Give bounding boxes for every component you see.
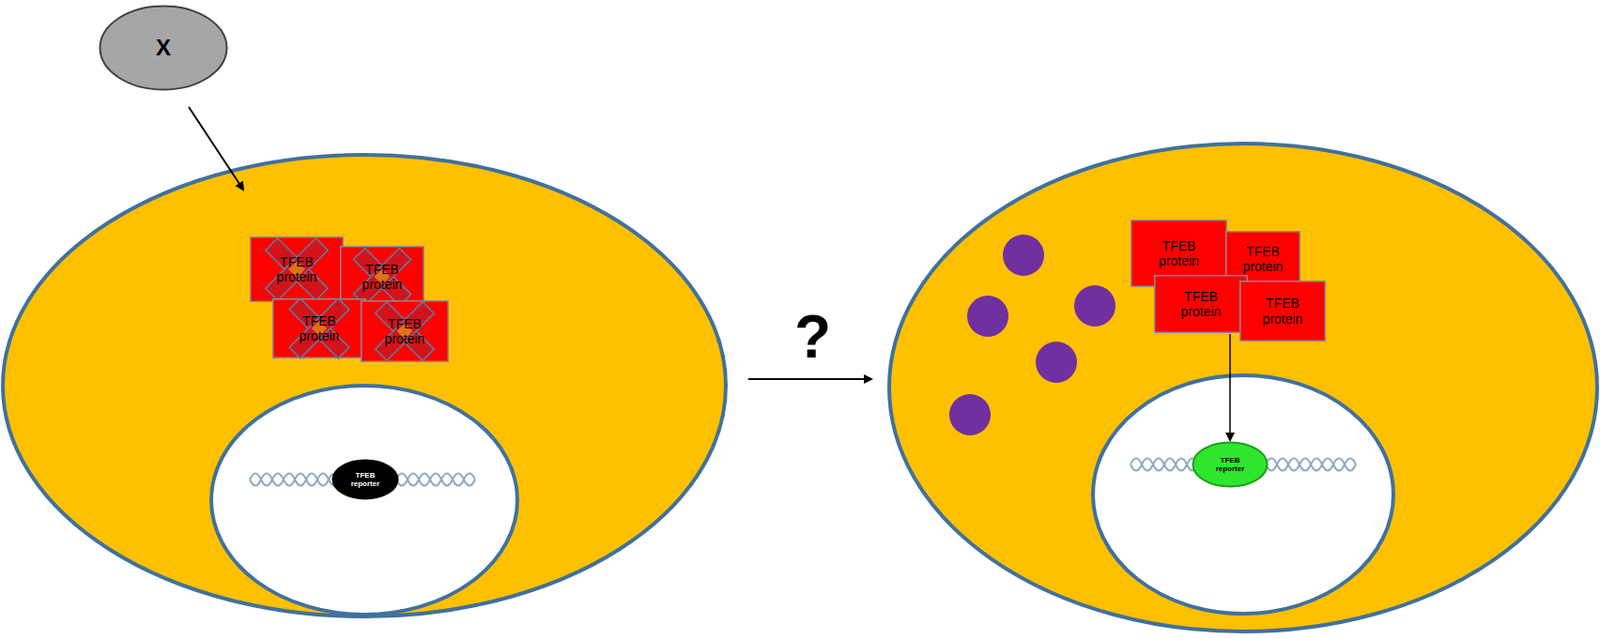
stimulus-ellipse: X [98, 4, 229, 92]
transition-arrow [748, 378, 872, 381]
node-text: TFEB reporter [347, 471, 384, 489]
cell-body [889, 143, 1598, 632]
reporter-ellipse: TFEB reporter [331, 459, 400, 501]
node-text: TFEB protein [355, 261, 409, 293]
nucleus [1092, 375, 1394, 615]
nucleus [211, 385, 518, 616]
node-text: X [155, 34, 171, 62]
protein-box: TFEB protein [249, 236, 344, 303]
reporter-ellipse: TFEB reporter [1191, 441, 1269, 489]
node-text: TFEB protein [1174, 289, 1228, 320]
node-text: TFEB protein [1256, 295, 1309, 326]
node-text: TFEB protein [270, 254, 324, 285]
entry-arrow [188, 107, 244, 190]
node-text: TFEB protein [1236, 244, 1290, 275]
protein-box: TFEB protein [272, 298, 367, 359]
protein-box: TFEB protein [1239, 280, 1326, 342]
node-text: TFEB reporter [1212, 456, 1248, 474]
cell-body [2, 154, 726, 617]
protein-box: TFEB protein [360, 300, 449, 363]
node-text: TFEB protein [1153, 238, 1206, 269]
protein-box: TFEB protein [1153, 275, 1248, 334]
node-text: TFEB protein [292, 313, 346, 344]
activation-arrow [1229, 334, 1231, 441]
vesicles [949, 234, 1116, 436]
node-text: TFEB protein [378, 316, 431, 347]
question-mark: ? [794, 302, 831, 372]
